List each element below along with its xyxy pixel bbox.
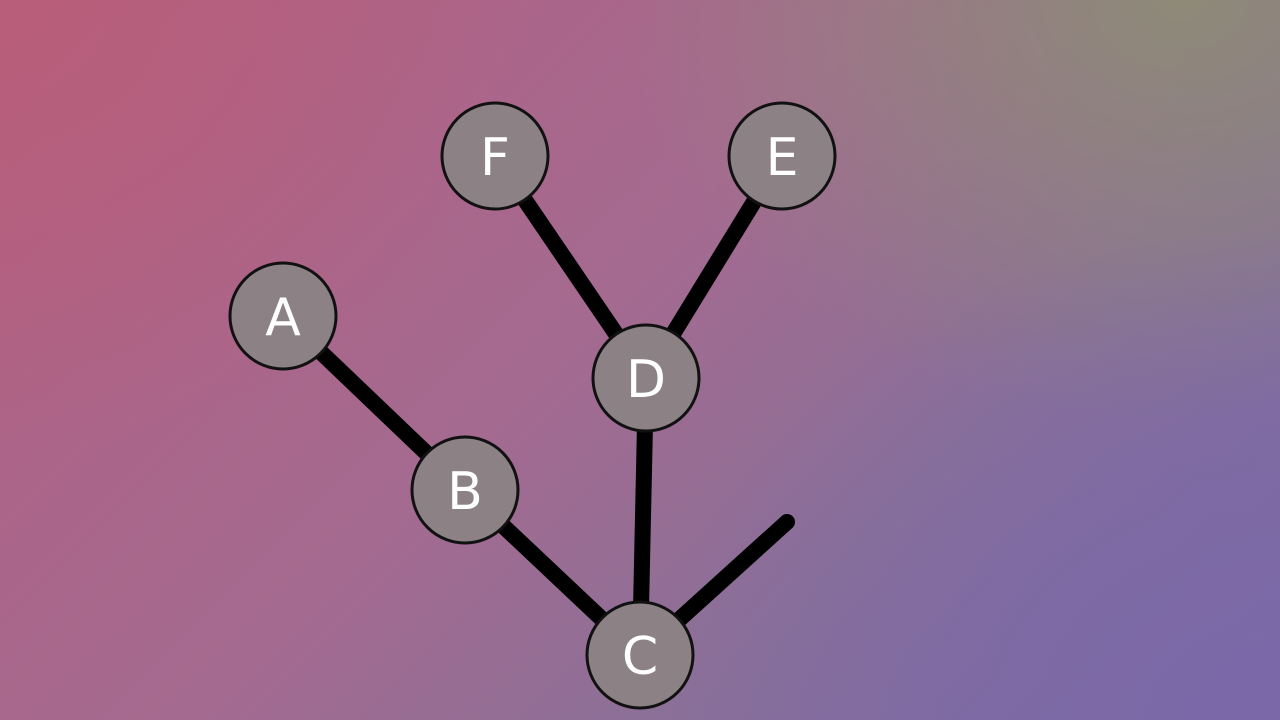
node-label-b: B	[447, 462, 483, 522]
node-label-f: F	[480, 128, 510, 188]
node-d: D	[591, 323, 701, 433]
node-circle-f	[440, 101, 550, 211]
node-f: F	[440, 101, 550, 211]
node-circle-e	[727, 101, 837, 211]
node-label-c: C	[622, 627, 658, 687]
nodes-layer: A B C D E F	[228, 101, 837, 710]
node-label-a: A	[265, 288, 301, 348]
node-circle-a	[228, 261, 338, 371]
edges-layer	[275, 148, 795, 663]
node-e: E	[727, 101, 837, 211]
node-label-e: E	[766, 128, 799, 188]
node-circle-c	[585, 600, 695, 710]
node-c: C	[585, 600, 695, 710]
node-b: B	[410, 435, 520, 545]
node-circle-b	[410, 435, 520, 545]
node-a: A	[228, 261, 338, 371]
node-label-d: D	[626, 350, 666, 410]
node-circle-d	[591, 323, 701, 433]
